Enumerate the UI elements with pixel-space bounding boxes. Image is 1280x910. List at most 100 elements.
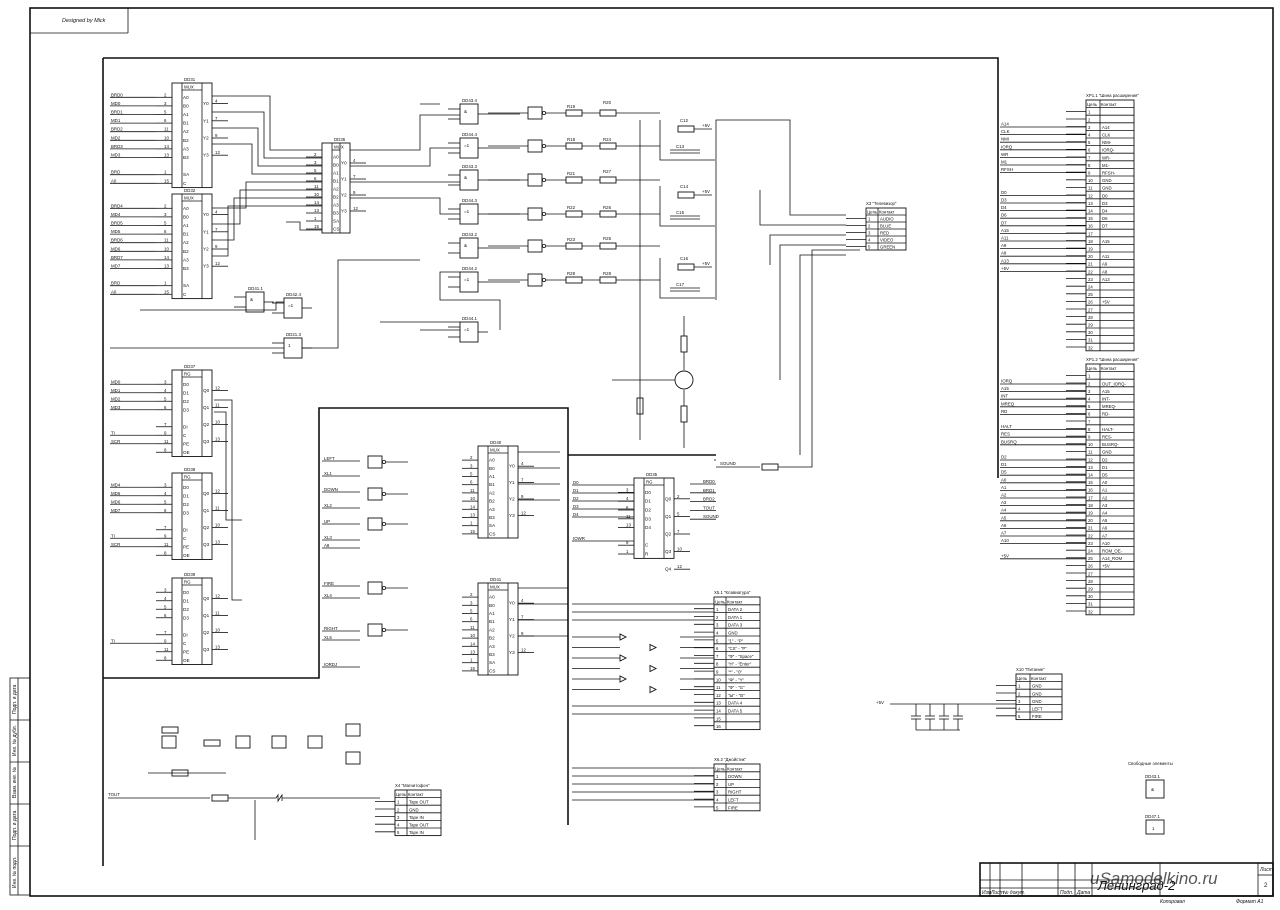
gate-body [283,297,303,319]
pin-num: 17 [1088,231,1093,236]
pin-num: 6 [164,405,167,410]
pin-label: Q0 [665,496,672,501]
pin-num: 9 [716,670,719,675]
chip-type: RG [184,372,191,377]
pin-name: A15 [1102,389,1110,394]
col-head: Цепь [867,210,878,215]
net-label: BRD1 [111,110,123,115]
resistor [677,263,695,271]
pin-label: B0 [489,466,495,471]
wire [659,120,715,161]
pin-num: 3 [164,587,167,592]
col-date: Дата [1076,890,1090,896]
col-head: Контакт [879,210,895,215]
plus5-label: +5V [876,700,884,705]
pin-label: Q1 [665,514,672,519]
pin-name: INT- [1102,397,1111,402]
bus-net: A10 [1001,538,1009,543]
pin-num: 9 [215,133,218,138]
wire [212,181,322,209]
joy-net: RIGHT [324,626,338,631]
gate-body [283,337,303,359]
pin-label: Q1 [203,508,210,513]
resistor [761,463,779,471]
pin-num: 32 [1088,345,1093,350]
joy-net: XL3 [324,535,332,540]
connector-body [1085,99,1135,352]
bus-net: A13 [1001,258,1009,263]
gate-body [459,237,479,259]
col-list: Лист [990,890,1004,896]
pin-name: D4 [1102,209,1108,214]
gate-DD44.4: DD44.4=1 [448,132,488,159]
pin-num: 7 [677,529,680,534]
pin-name: A6 [1102,526,1108,531]
joy-net: IORDJ [324,662,337,667]
chip-dd41: DD41MUXA02B03A15B16A211B210A314B313SA1CS… [462,577,534,676]
pin-num: 10 [164,246,169,251]
plus5-label: +5V [702,189,710,194]
pin-num: 12 [215,150,220,155]
pin-num: 2 [164,203,167,208]
pin-label: D1 [645,499,651,504]
chip-body [171,193,213,300]
pin-label: D2 [183,502,189,507]
bus-net: IORQ [1001,379,1013,384]
pin-name: IORQ- [1102,148,1115,153]
net-label: MD1 [111,388,121,393]
pin-num: 8 [164,655,167,660]
pin-label: Y3 [341,209,347,214]
pin-label: CS [489,531,495,536]
wire [228,793,380,803]
pin-num: 14 [164,144,169,149]
pin-label: Q3 [203,647,210,652]
inv-body [307,735,323,749]
inv-bubble [542,111,547,116]
pin-num: 4 [1088,397,1091,402]
gate-body [459,137,479,159]
diode-3 [572,664,714,673]
pin-name: FIRE [1032,714,1042,719]
pin-name: BLUE [880,224,891,229]
pin-name: "Н" - "Enter" [728,662,752,667]
col-head: Цепь [1017,676,1028,681]
chip-dd31: DD31MUXA02BRD0B03MD0A15BRD1B16MD1A211BRD… [110,77,228,189]
pin-num: 20 [1088,518,1093,523]
gate-DD41.1: DD41.1& [234,286,274,313]
pin-num: 5 [677,511,680,516]
bus-net: D5 [1001,470,1007,475]
pin-num: 4 [215,99,218,104]
pin-num: 11 [626,514,631,519]
out-net: SOUND [703,514,719,519]
out-net: BRD2 [703,497,715,502]
plus5-label: +5V [702,261,710,266]
pin-num: 4 [521,461,524,466]
pin-label: PE [183,441,189,446]
pin-name: M1- [1102,163,1110,168]
cap-ref: C14 [680,184,689,189]
pin-num: 6 [164,613,167,618]
pin-num: 25 [1088,292,1093,297]
pin-num: 11 [164,647,169,652]
resistor [677,191,695,199]
pin-name: GND [728,631,738,636]
chip-body [171,82,213,189]
pin-label: B2 [489,636,495,641]
pin-label: Q0 [203,596,210,601]
free-title: Свободные элементы [1128,761,1173,766]
bus-net: A6 [1001,523,1007,528]
resistor [680,335,688,353]
gate-DD43.4: DD43.4& [448,98,488,125]
pin-name: A8 [1102,269,1108,274]
pin-label: D4 [645,525,651,530]
pin-name: MREQ- [1102,404,1117,409]
pin-num: 5 [868,245,871,250]
pin-name: +5V [1102,564,1110,569]
pin-num: 3 [470,600,473,605]
pin-num: 9 [521,494,524,499]
pin-num: 3 [397,815,400,820]
inv-body [345,723,361,737]
net-label: MD0 [111,379,121,384]
